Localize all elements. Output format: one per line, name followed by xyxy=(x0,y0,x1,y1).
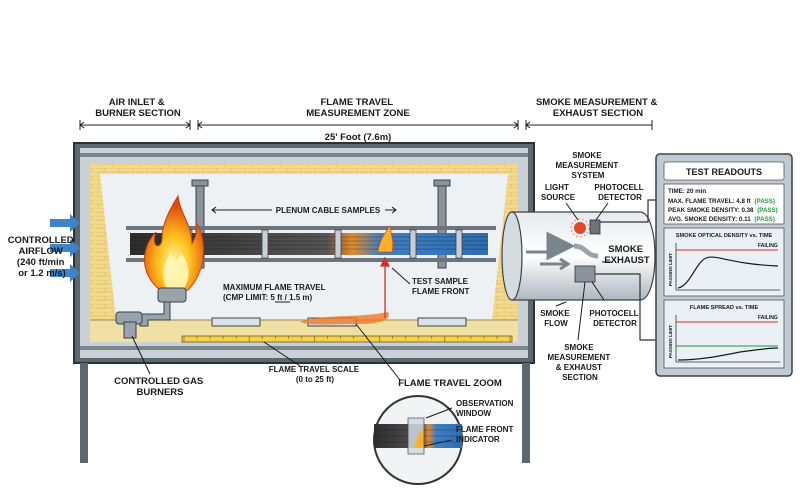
light-source-device xyxy=(570,218,590,238)
max-flame-travel-label: MAXIMUM FLAME TRAVEL (CMP LIMIT: 5 ft / … xyxy=(223,283,328,302)
smoke-exhaust-label: SMOKE EXHAUST xyxy=(604,244,650,266)
chart1-axes xyxy=(675,243,780,291)
readouts-title: TEST READOUTS xyxy=(686,167,762,177)
airflow-arrows xyxy=(50,214,80,282)
flame-travel-zoom-circle xyxy=(373,395,463,485)
controlled-airflow-label: CONTROLLED AIRFLOW (240 ft/min or 1.2 m/… xyxy=(8,235,77,279)
photocell-detector-top-label: PHOTOCELL DETECTOR xyxy=(594,183,645,202)
chart2-curve xyxy=(677,347,779,361)
smoke-measurement-system-label: SMOKE MEASUREMENT SYSTEM xyxy=(556,151,621,180)
chart2-failing-label: FAILING xyxy=(758,315,778,321)
chart1-curve xyxy=(677,256,779,289)
controlled-gas-burners-label: CONTROLLED GAS BURNERS xyxy=(114,376,206,398)
flame-travel-scale-label: FLAME TRAVEL SCALE (0 to 25 ft) xyxy=(269,365,362,384)
readout-max-flame-travel: MAX. FLAME TRAVEL: 4.8 ft (PASS) xyxy=(668,198,775,205)
smoke-measurement-exhaust-section-label: SMOKE MEASUREMENT & EXHAUST SECTION xyxy=(548,343,613,382)
chart1-ylabel: PASSING LIMIT xyxy=(668,253,673,286)
zone-dimension-lines xyxy=(79,120,653,130)
flame-front-arrow xyxy=(379,256,391,318)
photocell-detector-bottom-label: PHOTOCELL DETECTOR xyxy=(589,309,640,328)
zone-label-flame-travel: FLAME TRAVEL MEASUREMENT ZONE xyxy=(306,97,409,119)
chart2-title: FLAME SPREAD vs. TIME xyxy=(690,305,759,311)
chart1-title: SMOKE OPTICAL DENSITY vs. TIME xyxy=(676,233,773,239)
gas-burner-pipes xyxy=(115,287,187,339)
flame-on-floor xyxy=(300,312,389,325)
flame-travel-zoom-label: FLAME TRAVEL ZOOM xyxy=(398,378,502,389)
observation-window-label: OBSERVATION WINDOW xyxy=(456,399,516,418)
readout-peak-smoke-density: PEAK SMOKE DENSITY: 0.38 (PASS) xyxy=(668,207,778,214)
exhaust-duct xyxy=(501,211,656,301)
test-sample-flame-front-marker xyxy=(377,224,394,253)
readout-avg-smoke-density: AVG. SMOKE DENSITY: 0.11 (PASS) xyxy=(668,216,775,223)
smoke-flow-label: SMOKE FLOW xyxy=(540,309,572,328)
zoom-leader-lines xyxy=(423,407,453,447)
photocell-detector-bottom xyxy=(574,265,596,283)
test-sample-flame-front-label: TEST SAMPLE FLAME FRONT xyxy=(412,277,470,296)
chart1-failing-label: FAILING xyxy=(758,243,778,249)
photocell-detector-top xyxy=(589,219,601,235)
flame-travel-scale xyxy=(181,335,513,343)
tunnel-length-label: 25' Foot (7.6m) xyxy=(325,132,392,143)
flame-front-leader xyxy=(391,267,411,285)
bottom-leader-lines xyxy=(131,323,401,381)
readout-time: TIME: 20 min xyxy=(668,188,706,195)
plenum-label-arrows xyxy=(211,206,397,214)
flame-front-indicator-label: FLAME FRONT INDICATOR xyxy=(456,425,516,444)
plenum-cable-samples-label: PLENUM CABLE SAMPLES xyxy=(276,206,381,215)
light-source-label: LIGHT SOURCE xyxy=(541,183,576,202)
chart2-axes xyxy=(675,315,780,363)
zone-label-air-inlet: AIR INLET & BURNER SECTION xyxy=(95,97,181,119)
chart2-ylabel: PASSING LIMIT xyxy=(668,325,673,358)
smoke-leader-lines xyxy=(555,202,612,341)
readout-wiring xyxy=(595,199,662,341)
zone-label-smoke-measurement: SMOKE MEASUREMENT & EXHAUST SECTION xyxy=(536,97,660,119)
burner-flame xyxy=(144,194,205,291)
